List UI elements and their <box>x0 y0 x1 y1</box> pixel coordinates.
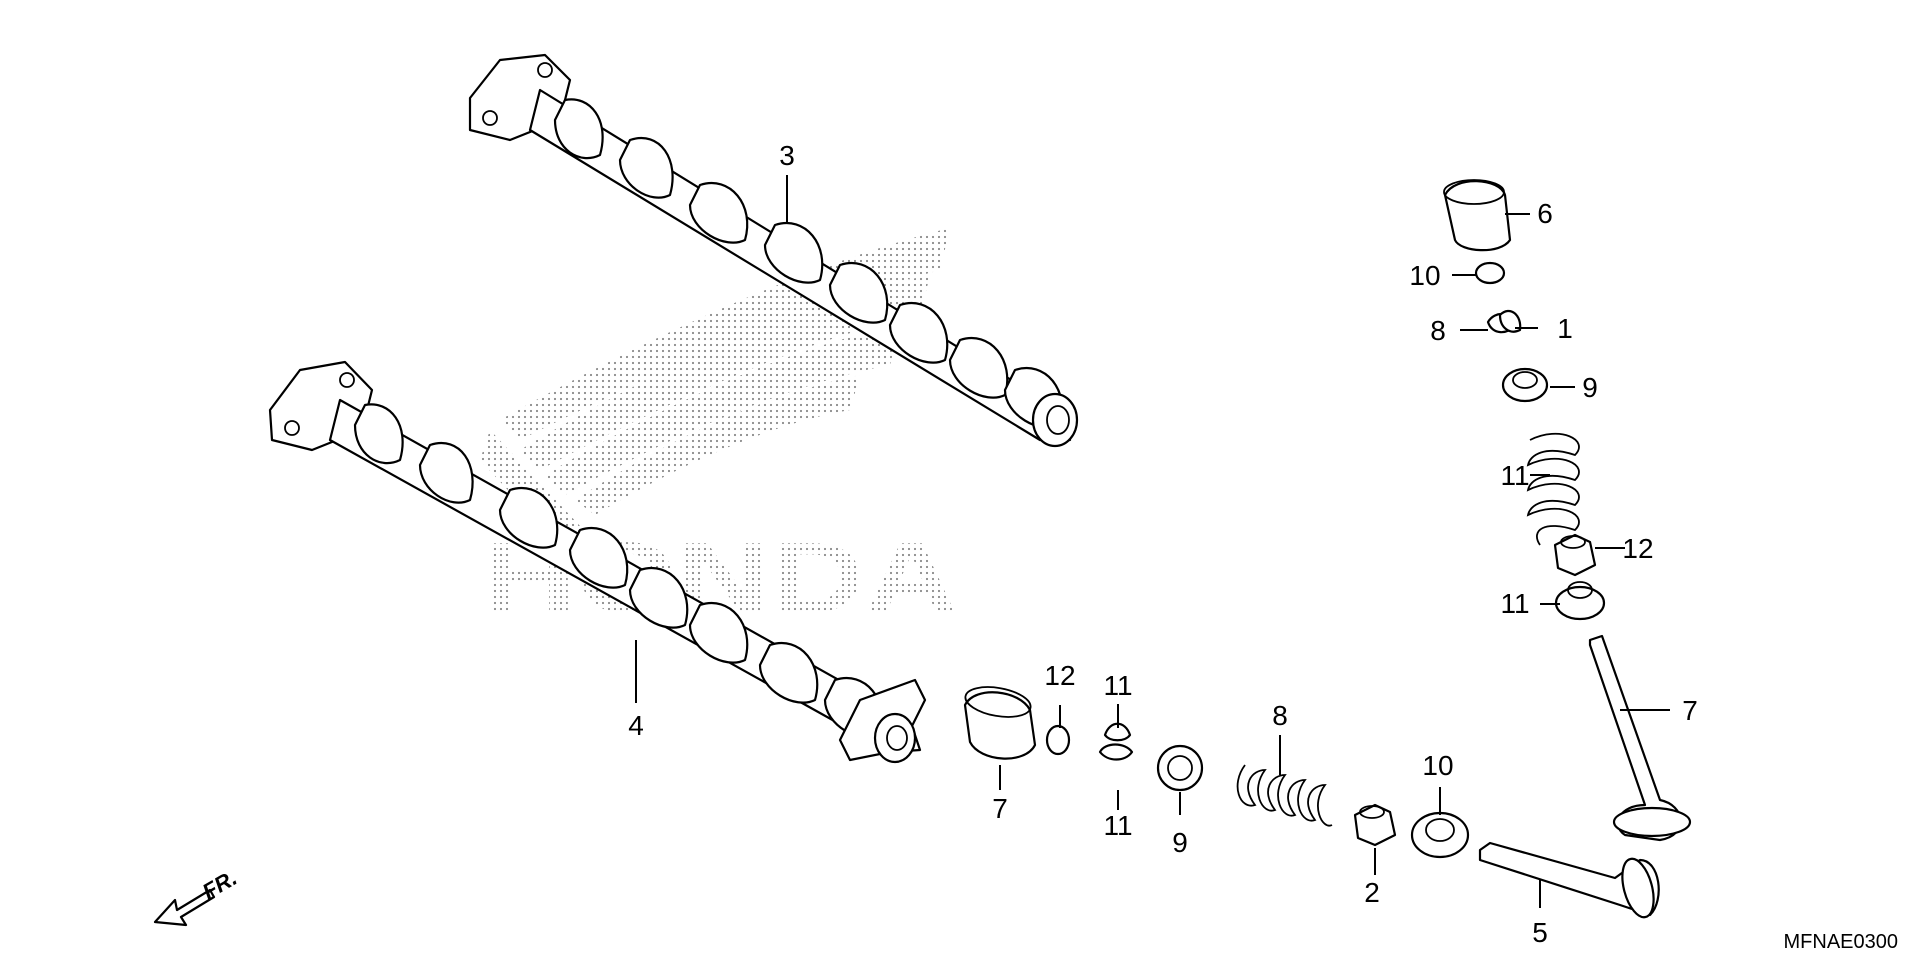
callout-7-upper: 6 <box>1537 198 1553 229</box>
callout-11-upper-right: 1 <box>1557 313 1573 344</box>
callout-8-lower: 8 <box>1272 700 1288 731</box>
callout-2: 12 <box>1622 533 1653 564</box>
callout-11-lower-bottom: 11 <box>1103 810 1132 841</box>
callout-11-upper-left: 8 <box>1430 315 1446 346</box>
callout-6: 5 <box>1532 917 1548 948</box>
callout-10-lower: 10 <box>1422 750 1453 781</box>
shim-upper <box>1474 261 1506 285</box>
callout-7-lower: 7 <box>992 793 1008 824</box>
callout-4: 4 <box>628 710 644 741</box>
callout-8-upper: 11 <box>1500 460 1529 491</box>
spring-lower <box>1236 764 1333 827</box>
callout-11-lower-top: 11 <box>1103 670 1132 701</box>
camshaft-upper <box>468 53 1079 448</box>
leader-lines <box>635 175 1670 908</box>
callout-9-lower: 9 <box>1172 827 1188 858</box>
seal-lower <box>1353 803 1397 847</box>
callout-1: 2 <box>1364 877 1380 908</box>
callout-3: 3 <box>779 140 795 171</box>
callout-12-lower: 12 <box>1044 660 1075 691</box>
cotters-upper <box>1486 309 1522 334</box>
seat-lower <box>1410 811 1470 859</box>
front-direction-indicator: FR. <box>153 865 241 927</box>
camshaft-lower <box>268 360 927 764</box>
shim-lower <box>1045 724 1071 756</box>
tappet-lower <box>963 686 1037 760</box>
callout-5: 7 <box>1682 695 1698 726</box>
diagram-code: MFNAE0300 <box>1784 931 1899 953</box>
cotters-lower <box>1098 722 1134 761</box>
valve-lower <box>1478 841 1660 919</box>
seal-upper <box>1553 533 1597 577</box>
retainer-upper <box>1501 367 1549 403</box>
retainer-lower <box>1156 744 1204 792</box>
spring-upper <box>1526 432 1580 546</box>
callout-9-upper: 9 <box>1582 372 1598 403</box>
callout-10-upper: 11 <box>1500 588 1529 619</box>
front-arrow-icon <box>153 888 216 927</box>
valve-upper <box>1588 634 1692 842</box>
seat-upper <box>1554 581 1606 621</box>
callout-12-upper: 10 <box>1409 260 1440 291</box>
callouts: 3 4 7 12 11 11 9 8 2 10 5 7 12 11 11 9 8… <box>628 140 1698 948</box>
tappet-upper <box>1443 179 1512 252</box>
